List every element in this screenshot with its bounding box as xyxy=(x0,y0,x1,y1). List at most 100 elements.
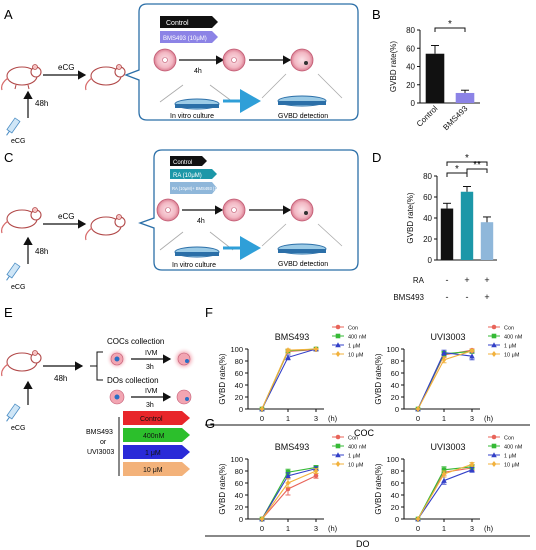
legend-ra-tag: RA (10μM) xyxy=(170,169,217,179)
data-point xyxy=(313,473,319,479)
legend-label: 400 nM xyxy=(504,445,523,451)
culture-dish-icon xyxy=(159,84,234,110)
detection-dish-icon xyxy=(261,73,343,107)
legend-label: 10 μM xyxy=(348,353,364,359)
chart-title: BMS493 xyxy=(275,442,310,452)
y-axis-label: GVBD rate(%) xyxy=(218,463,227,514)
data-point xyxy=(441,356,447,363)
drug-b-label: UVI3003 xyxy=(87,449,114,456)
data-point xyxy=(335,461,341,467)
bar xyxy=(460,191,474,260)
svg-text:Control: Control xyxy=(166,20,189,27)
ecg-injection-label: eCG xyxy=(11,138,25,145)
y-tick-label: 80 xyxy=(391,467,399,476)
x-unit-label: (h) xyxy=(328,414,338,423)
factor-mark: + xyxy=(484,275,489,285)
data-point xyxy=(491,324,497,330)
x-tick-label: 1 xyxy=(286,414,290,423)
significance-bracket xyxy=(434,27,466,32)
x-tick-label: 3 xyxy=(314,524,318,533)
y-tick-label: 80 xyxy=(391,357,399,366)
ecg-label: eCG xyxy=(58,212,74,221)
x-tick-label: Control xyxy=(415,104,440,129)
y-tick-label: 40 xyxy=(406,63,415,72)
x-tick-label: 0 xyxy=(260,524,264,533)
x-tick-label: 0 xyxy=(260,414,264,423)
y-tick-label: 80 xyxy=(423,172,432,181)
y-axis-label: GVBD rate(%) xyxy=(389,41,398,92)
y-tick-label: 0 xyxy=(411,99,416,108)
schematic-c: eCG 48h eCG Control RA (10μM) RA (10μM)+… xyxy=(1,149,359,291)
culture-label: In vitro culture xyxy=(172,262,216,269)
data-point xyxy=(285,347,291,354)
do-group-label: DO xyxy=(356,539,370,549)
x-tick-label: 0 xyxy=(416,414,420,423)
y-tick-label: 100 xyxy=(386,455,399,464)
dose-tag-1um: 1 μM xyxy=(123,445,190,459)
detection-dish-icon xyxy=(261,223,343,255)
dos-collection-label: DOs collection xyxy=(107,376,159,385)
y-tick-label: 0 xyxy=(395,515,399,524)
significance-bracket xyxy=(466,168,488,173)
x-tick-label: 3 xyxy=(314,414,318,423)
y-tick-label: 60 xyxy=(235,479,243,488)
mouse-icon xyxy=(85,64,126,91)
bar xyxy=(425,53,445,103)
svg-text:RA (10μM): RA (10μM) xyxy=(173,173,202,179)
legend-label: 1 μM xyxy=(348,344,361,350)
data-point xyxy=(441,477,447,483)
y-tick-label: 40 xyxy=(423,214,432,223)
oocyte-icon xyxy=(290,198,314,222)
data-point xyxy=(491,434,497,440)
bar xyxy=(440,208,454,260)
chart-title: BMS493 xyxy=(275,332,310,342)
panel-label-g: G xyxy=(205,416,215,431)
x-unit-label: (h) xyxy=(484,414,494,423)
x-tick-label: BMS493 xyxy=(441,104,469,132)
data-point xyxy=(335,443,341,449)
hours-label: 48h xyxy=(35,99,48,108)
syringe-icon xyxy=(6,403,21,422)
legend-label: Con xyxy=(348,326,358,332)
y-tick-label: 60 xyxy=(423,193,432,202)
y-axis-label: GVBD rate(%) xyxy=(374,353,383,404)
data-point xyxy=(335,434,341,440)
significance-label: ** xyxy=(473,160,481,171)
x-tick-label: 0 xyxy=(416,524,420,533)
factor-mark: - xyxy=(466,292,469,302)
x-tick-label: 3 xyxy=(470,524,474,533)
cocs-collection-label: COCs collection xyxy=(107,337,164,346)
svg-text:1 μM: 1 μM xyxy=(145,450,161,457)
legend-control-tag: Control xyxy=(160,16,218,28)
data-point xyxy=(285,480,291,486)
data-point xyxy=(491,461,497,467)
legend-label: 1 μM xyxy=(348,454,361,460)
y-tick-label: 40 xyxy=(235,491,243,500)
y-tick-label: 0 xyxy=(239,515,243,524)
do-icon xyxy=(176,389,192,405)
legend-label: Con xyxy=(504,326,514,332)
y-tick-label: 0 xyxy=(239,405,243,414)
hours-label: 48h xyxy=(35,247,48,256)
legend-control-tag: Control xyxy=(170,156,207,166)
panel-label-d: D xyxy=(372,150,381,165)
factor-mark: - xyxy=(446,292,449,302)
data-point xyxy=(313,468,319,474)
data-point xyxy=(335,324,341,330)
panel-label-b: B xyxy=(372,7,381,22)
y-tick-label: 0 xyxy=(395,405,399,414)
significance-label: * xyxy=(448,19,452,30)
x-tick-label: 1 xyxy=(442,524,446,533)
data-point xyxy=(313,346,319,352)
svg-text:BMS493 (10μM): BMS493 (10μM) xyxy=(163,36,207,42)
legend-label: 1 μM xyxy=(504,344,517,350)
data-point xyxy=(469,347,475,354)
x-tick-label: 1 xyxy=(286,524,290,533)
data-point xyxy=(491,333,497,339)
legend-label: 10 μM xyxy=(504,463,520,469)
factor-mark: + xyxy=(464,275,469,285)
ivm-label: IVM xyxy=(145,388,158,395)
data-point xyxy=(285,354,291,360)
data-point xyxy=(285,486,291,492)
